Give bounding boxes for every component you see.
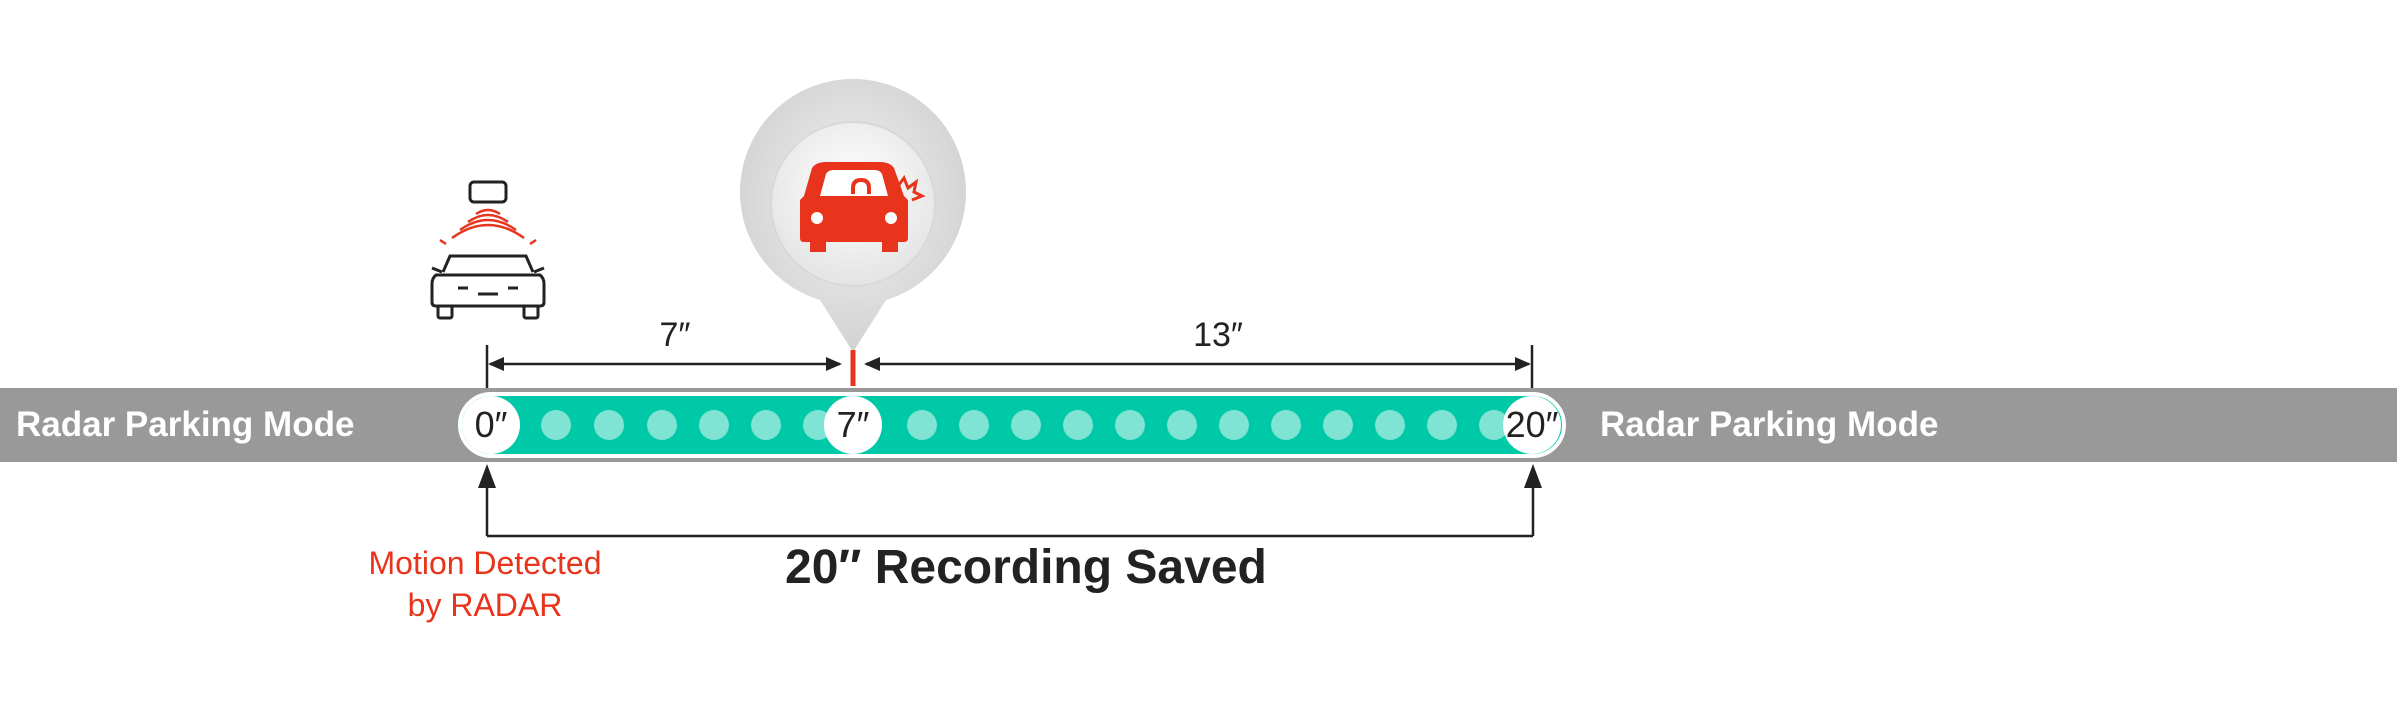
segment-dot xyxy=(1011,410,1041,440)
segment-dot xyxy=(594,410,624,440)
dimension-label-after: 13″ xyxy=(1193,316,1243,354)
trigger-line-2: by RADAR xyxy=(407,587,563,623)
segment-dot xyxy=(647,410,677,440)
marker-event: 7″ xyxy=(824,396,882,454)
dimension-arrows xyxy=(485,345,1534,388)
segment-dot xyxy=(1063,410,1093,440)
recording-bracket xyxy=(478,464,1542,538)
segment-dot xyxy=(1323,410,1353,440)
segment-dot xyxy=(1219,410,1249,440)
segment-dot xyxy=(1167,410,1197,440)
trigger-line-1: Motion Detected xyxy=(368,545,602,581)
segment-dot xyxy=(907,410,937,440)
segment-dot xyxy=(1427,410,1457,440)
dimension-label-before: 7″ xyxy=(659,316,691,354)
car-radar-icon xyxy=(430,180,546,320)
mode-label-left: Radar Parking Mode xyxy=(16,405,355,444)
segment-dot xyxy=(959,410,989,440)
recording-caption: 20″ Recording Saved xyxy=(785,541,1267,594)
marker-start: 0″ xyxy=(462,396,520,454)
segment-dot xyxy=(541,410,571,440)
segment-dot xyxy=(751,410,781,440)
trigger-label: Motion Detected by RADAR xyxy=(340,542,630,626)
mode-label-right: Radar Parking Mode xyxy=(1600,405,1939,444)
car-impact-icon xyxy=(800,162,926,252)
marker-end: 20″ xyxy=(1503,396,1561,454)
segment-dot xyxy=(1375,410,1405,440)
radar-waves xyxy=(439,208,537,246)
segment-dot xyxy=(1115,410,1145,440)
segment-dot xyxy=(1271,410,1301,440)
segment-dot xyxy=(699,410,729,440)
